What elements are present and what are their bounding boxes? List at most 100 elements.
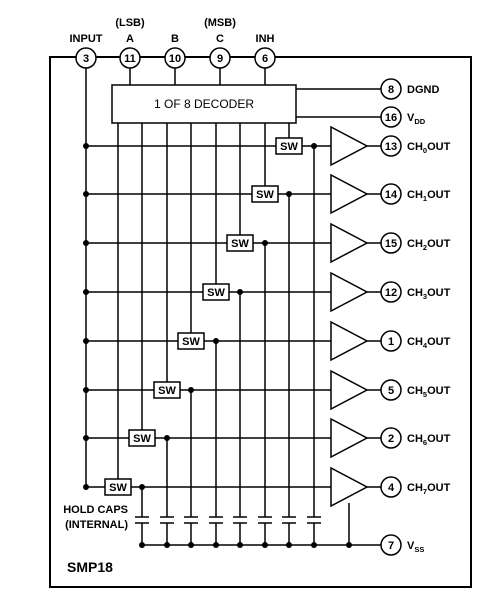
ch-index: 7	[423, 487, 427, 496]
vss-pin-number: 7	[388, 540, 394, 552]
vss-pin	[380, 534, 402, 556]
junction-dot	[237, 289, 243, 295]
vdd-main: V	[407, 112, 415, 124]
junction-dot	[311, 542, 317, 548]
switch-label: SW	[207, 287, 225, 299]
ch2-out-label: CH2OUT	[407, 238, 451, 252]
ch-prefix: CH	[407, 385, 423, 397]
ch-prefix: CH	[407, 482, 423, 494]
ch5-out-label: CH5OUT	[407, 385, 451, 399]
output-buffer-amplifier	[330, 466, 369, 508]
a-pin	[119, 47, 141, 69]
wiring	[85, 68, 381, 546]
decoder-box	[111, 84, 297, 124]
output-buffer-amplifier	[330, 125, 369, 167]
b-pin-label: B	[171, 33, 179, 45]
junction-dot	[311, 143, 317, 149]
ch-suffix: OUT	[427, 141, 451, 153]
ch0-out-label: CH0OUT	[407, 141, 451, 155]
hold-caps-label: HOLD CAPS	[63, 504, 128, 516]
dgnd-pin-number: 8	[388, 84, 394, 96]
vdd-subscript: DD	[414, 117, 425, 126]
output-buffer-amplifier	[330, 369, 369, 411]
input-pin	[75, 47, 97, 69]
ch2-out-pin-number: 15	[385, 238, 397, 250]
junction-dot	[83, 435, 89, 441]
switch-label: SW	[256, 189, 274, 201]
chip-name: SMP18	[67, 559, 113, 575]
ch1-out-label: CH1OUT	[407, 189, 451, 203]
junction-dot	[139, 484, 145, 490]
ch2-out-pin	[380, 232, 402, 254]
junction-dot	[83, 240, 89, 246]
vdd-pin-number: 16	[385, 112, 397, 124]
hold-caps-sublabel: (INTERNAL)	[65, 519, 128, 531]
dgnd-pin	[380, 78, 402, 100]
switch-label: SW	[133, 433, 151, 445]
vss-subscript: SS	[414, 545, 424, 554]
input-pin-label: INPUT	[70, 33, 103, 45]
junction-dot	[83, 484, 89, 490]
vss-label: VSS	[407, 540, 424, 554]
junction-dot	[262, 240, 268, 246]
junction-dot	[346, 542, 352, 548]
b-pin-number: 10	[169, 53, 181, 65]
ch-suffix: OUT	[427, 238, 451, 250]
a-pin-number: 11	[124, 53, 136, 65]
junction-dot	[164, 435, 170, 441]
ch-prefix: CH	[407, 141, 423, 153]
junction-dot	[83, 143, 89, 149]
switch-box	[275, 137, 303, 155]
msb-annotation: (MSB)	[204, 17, 236, 29]
decoder-label: 1 OF 8 DECODER	[154, 97, 254, 111]
ch6-out-label: CH6OUT	[407, 433, 451, 447]
ch6-out-pin	[380, 427, 402, 449]
output-buffer-amplifier	[330, 173, 369, 215]
switch-box	[251, 185, 279, 203]
switch-box	[153, 381, 181, 399]
output-buffer-amplifier	[330, 271, 369, 313]
dgnd-label: DGND	[407, 84, 439, 96]
ch-index: 1	[423, 194, 427, 203]
switch-box	[202, 283, 230, 301]
ch4-out-label: CH4OUT	[407, 336, 451, 350]
switch-label: SW	[158, 385, 176, 397]
junction-dot	[213, 338, 219, 344]
ch-prefix: CH	[407, 189, 423, 201]
ch-index: 0	[423, 146, 427, 155]
ch-index: 4	[423, 341, 428, 350]
ch4-out-pin-number: 1	[388, 336, 394, 348]
junction-dot	[188, 387, 194, 393]
vdd-pin	[380, 106, 402, 128]
ch-suffix: OUT	[427, 433, 451, 445]
junction-dot	[164, 542, 170, 548]
ch-index: 5	[423, 390, 427, 399]
junction-dot	[139, 542, 145, 548]
c-pin-number: 9	[217, 53, 223, 65]
ch-suffix: OUT	[427, 385, 451, 397]
ch-prefix: CH	[407, 238, 423, 250]
lsb-annotation: (LSB)	[115, 17, 145, 29]
output-buffer-amplifier	[330, 222, 369, 264]
ch1-out-pin-number: 14	[385, 189, 398, 201]
ch-index: 2	[423, 243, 427, 252]
switch-label: SW	[231, 238, 249, 250]
input-pin-number: 3	[83, 53, 89, 65]
components	[49, 47, 472, 588]
labels: 1 OF 8 DECODERSWSWSWSWSWSWSWSW3INPUT11A1…	[63, 17, 450, 575]
junction-dot	[286, 542, 292, 548]
switch-box	[104, 478, 132, 496]
ch-suffix: OUT	[427, 189, 451, 201]
vdd-label: VDD	[407, 112, 426, 126]
a-pin-label: A	[126, 33, 134, 45]
junction-dot	[188, 542, 194, 548]
junction-dot	[237, 542, 243, 548]
ch-suffix: OUT	[427, 287, 451, 299]
inh-pin-number: 6	[262, 53, 268, 65]
switch-label: SW	[280, 141, 298, 153]
vss-main: V	[407, 540, 415, 552]
junction-dot	[83, 289, 89, 295]
junction-dot	[213, 542, 219, 548]
ch3-out-label: CH3OUT	[407, 287, 451, 301]
